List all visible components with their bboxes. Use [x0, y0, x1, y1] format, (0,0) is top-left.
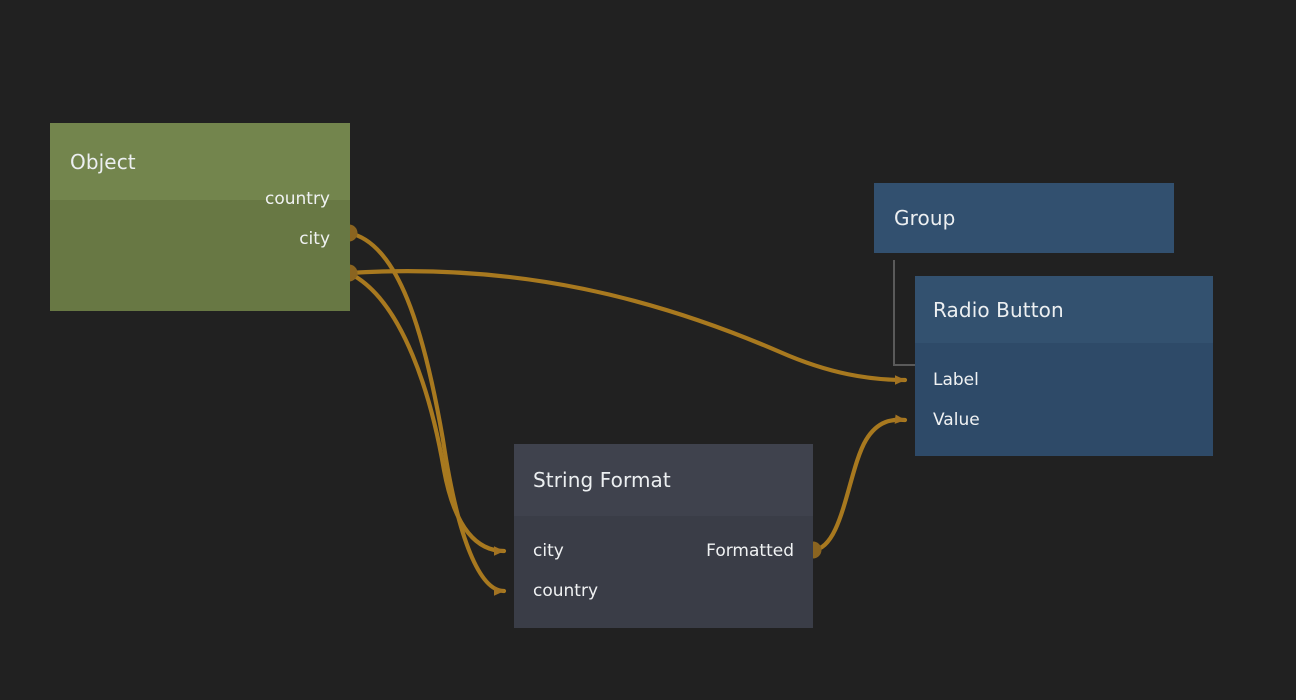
node-group-header[interactable]: Group	[874, 183, 1174, 253]
edge-city-to-stringformat-city	[346, 270, 507, 556]
port-string-format-in-country[interactable]: country	[533, 579, 598, 603]
port-label-value: Value	[933, 409, 980, 430]
node-string-format[interactable]: String Format city country Formatted	[514, 444, 813, 628]
port-label-label: Label	[933, 369, 979, 390]
node-radio-button-title: Radio Button	[933, 297, 1064, 322]
port-string-format-out-formatted[interactable]: Formatted	[706, 539, 794, 563]
port-label-country: country	[264, 188, 330, 209]
edge-formatted-to-value	[810, 414, 908, 553]
node-group-title: Group	[894, 206, 956, 230]
port-radio-button-in-label[interactable]: Label	[933, 368, 979, 392]
port-object-out-country[interactable]: country	[265, 187, 330, 211]
node-object[interactable]: Object country city	[50, 123, 350, 311]
node-radio-button[interactable]: Radio Button Label Value	[915, 276, 1213, 456]
node-radio-button-header[interactable]: Radio Button	[915, 276, 1213, 343]
port-label-country: country	[533, 580, 599, 601]
port-label-city: city	[299, 228, 330, 249]
node-group[interactable]: Group	[874, 183, 1174, 253]
node-string-format-title: String Format	[533, 468, 671, 492]
edge-city-to-label	[346, 269, 908, 385]
port-radio-button-in-value[interactable]: Value	[933, 408, 980, 432]
port-label-formatted: Formatted	[706, 540, 794, 561]
node-object-body: country city	[50, 190, 350, 311]
edge-country-to-stringformat-country	[346, 230, 507, 596]
port-object-out-city[interactable]: city	[299, 227, 330, 251]
node-radio-button-body: Label Value	[915, 343, 1213, 456]
node-object-title: Object	[70, 149, 136, 174]
node-string-format-body: city country Formatted	[514, 516, 813, 628]
node-object-header[interactable]: Object	[50, 123, 350, 200]
node-string-format-header[interactable]: String Format	[514, 444, 813, 516]
port-label-city: city	[533, 540, 564, 561]
port-string-format-in-city[interactable]: city	[533, 539, 564, 563]
